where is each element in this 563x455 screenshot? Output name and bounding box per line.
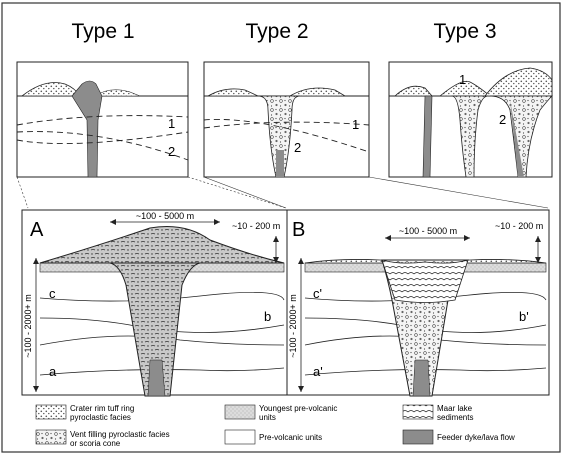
legend-swatch-prevolcanic: [225, 430, 255, 444]
panel-b-depth-label: ~100 - 2000+ m: [288, 294, 298, 358]
legend-crater-rim-line1: Crater rim tuff ring: [70, 404, 134, 413]
legend-feeder-dyke-line1: Feeder dyke/lava flow: [437, 433, 515, 442]
panel-a-width-label: ~100 - 5000 m: [136, 211, 194, 221]
type3-label-1: 1: [459, 72, 466, 87]
legend-vent-filling-line1: Vent filling pyroclastic facies: [70, 430, 170, 439]
legend-crater-rim: Crater rim tuff ring pyroclastic facies: [36, 404, 134, 422]
type1-panel: 1 2: [17, 62, 188, 177]
legend-prevolcanic-line1: Pre-volcanic units: [259, 433, 322, 442]
svg-text:Vent filling pyroclastic facie: Vent filling pyroclastic facies: [70, 430, 170, 439]
legend-youngest-line2: units: [259, 413, 276, 422]
type2-panel: 1 2: [204, 62, 369, 177]
legend-feeder-dyke: Feeder dyke/lava flow: [403, 430, 515, 444]
panel-b-letter: B: [292, 219, 305, 241]
legend-swatch-crater-rim: [36, 405, 66, 419]
legend-vent-filling: Vent filling pyroclastic facies or scori…: [36, 430, 170, 448]
zoom-connectors: [17, 177, 548, 208]
svg-text:Pre-volcanic units: Pre-volcanic units: [259, 433, 322, 442]
type1-title: Type 1: [71, 20, 134, 43]
panel-a-layer-c: c: [49, 286, 56, 301]
svg-text:Feeder dyke/lava flow: Feeder dyke/lava flow: [437, 433, 515, 442]
panel-a-height-label: ~10 - 200 m: [232, 221, 280, 231]
legend-swatch-maar-lake: [403, 405, 433, 419]
panel-b-width-label: ~100 - 5000 m: [399, 226, 457, 236]
panel-b: ~100 - 5000 m ~10 - 200 m ~100 - 2000+ m…: [287, 210, 549, 396]
type3-panel: 1 2: [389, 62, 552, 177]
legend-crater-rim-line2: pyroclastic facies: [70, 413, 131, 422]
legend-maar-lake: Maar lake sediments: [403, 404, 473, 422]
legend: Crater rim tuff ring pyroclastic facies …: [36, 404, 515, 448]
type1-label-1: 1: [168, 116, 175, 131]
panel-a-letter: A: [30, 219, 44, 241]
legend-vent-filling-line2: or scoria cone: [70, 439, 121, 448]
type2-label-1: 1: [352, 117, 359, 132]
panel-a: ~100 - 5000 m ~10 - 200 m ~100 - 2000+ m…: [22, 210, 287, 396]
panel-b-layer-c: c': [313, 286, 322, 301]
legend-prevolcanic: Pre-volcanic units: [225, 430, 322, 444]
svg-text:or scoria cone: or scoria cone: [70, 439, 121, 448]
type2-title: Type 2: [245, 20, 308, 43]
legend-maar-lake-line2: sediments: [437, 413, 473, 422]
panel-a-depth-label: ~100 - 2000+ m: [23, 294, 33, 358]
legend-maar-lake-line1: Maar lake: [437, 404, 473, 413]
svg-text:Maar lake: Maar lake: [437, 404, 473, 413]
panel-a-layer-a: a: [49, 364, 57, 379]
svg-text:pyroclastic facies: pyroclastic facies: [70, 413, 131, 422]
svg-text:units: units: [259, 413, 276, 422]
type3-label-2: 2: [499, 112, 506, 127]
panel-b-layer-a: a': [313, 364, 323, 379]
panel-b-height-label: ~10 - 200 m: [495, 221, 543, 231]
legend-swatch-vent-filling: [36, 430, 66, 444]
type3-title: Type 3: [433, 20, 496, 43]
legend-youngest-line1: Youngest pre-volcanic: [259, 404, 337, 413]
legend-youngest-prevolcanic: Youngest pre-volcanic units: [225, 404, 337, 422]
legend-swatch-feeder-dyke: [403, 430, 433, 444]
panel-a-layer-b: b: [264, 309, 271, 324]
panel-b-layer-b: b': [519, 309, 529, 324]
svg-text:sediments: sediments: [437, 413, 473, 422]
svg-text:Crater rim tuff ring: Crater rim tuff ring: [70, 404, 134, 413]
legend-swatch-youngest: [225, 405, 255, 419]
type1-label-2: 2: [168, 144, 175, 159]
type2-label-2: 2: [294, 140, 301, 155]
svg-text:Youngest pre-volcanic: Youngest pre-volcanic: [259, 404, 337, 413]
